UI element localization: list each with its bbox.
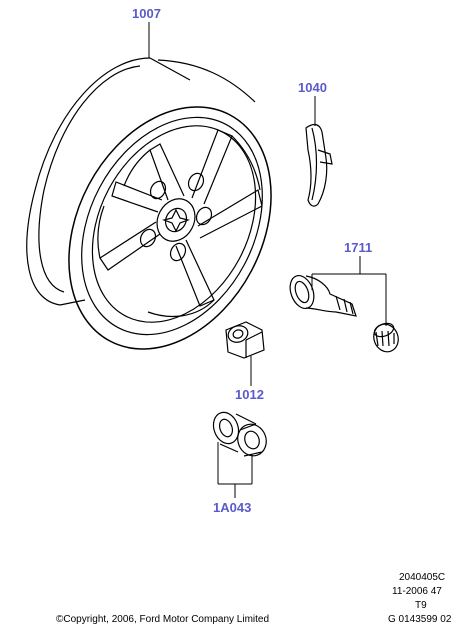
alloy-wheel[interactable] <box>26 57 312 384</box>
valve-stem[interactable] <box>286 272 357 317</box>
callout-lock[interactable]: 1A043 <box>213 500 252 515</box>
ref-line-4: G 0143599 02 <box>388 614 452 625</box>
callout-wheel[interactable]: 1007 <box>132 6 161 21</box>
leader-lines <box>148 22 387 498</box>
callout-valve[interactable]: 1711 <box>344 240 373 255</box>
valve-cap[interactable] <box>370 321 402 356</box>
ref-line-3: T9 <box>415 600 427 611</box>
ref-line-1: 2040405C <box>399 572 446 583</box>
copyright-text: ©Copyright, 2006, Ford Motor Company Lim… <box>56 614 270 625</box>
ref-line-2: 11-2006 47 <box>392 586 442 597</box>
locking-nut[interactable] <box>209 409 270 460</box>
wheel-nut[interactable] <box>225 321 265 359</box>
balance-weight[interactable] <box>305 123 333 207</box>
callout-weight[interactable]: 1040 <box>298 80 327 95</box>
callout-nut[interactable]: 1012 <box>235 387 264 402</box>
